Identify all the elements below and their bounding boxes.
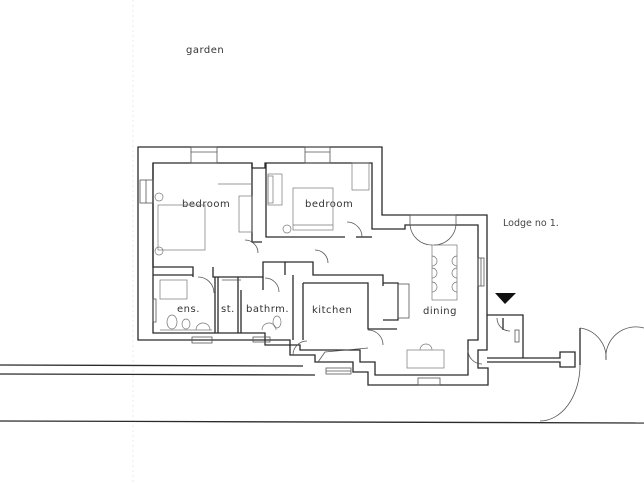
label-store: st. [221, 304, 235, 315]
basin-icon [195, 322, 211, 331]
label-ensuite: ens. [177, 304, 200, 315]
wardrobe-icon [238, 195, 253, 233]
wardrobe-icon [267, 173, 283, 206]
window-icon [152, 298, 157, 323]
label-dining: dining [423, 306, 457, 317]
bed-icon [292, 187, 334, 231]
wardrobe-icon [351, 162, 370, 191]
toilet-icon [166, 314, 178, 330]
entrance-arrow-icon [495, 293, 516, 304]
gate-swing-icon [579, 327, 607, 361]
gate-swing-icon [539, 364, 581, 422]
room-bedroom-2: bedroom [265, 146, 372, 264]
dining-table-icon [431, 244, 458, 301]
room-bedroom-1: bedroom [139, 146, 262, 277]
boundary-walls [0, 351, 644, 424]
door-swing-icon [314, 249, 329, 264]
gate [539, 326, 644, 422]
french-doors-icon [409, 214, 457, 226]
gate-swing-icon [605, 326, 644, 361]
bedside-lamp-icon [282, 224, 292, 234]
chair-icon [431, 255, 438, 293]
basin-icon [272, 315, 282, 329]
room-dining: dining [406, 214, 485, 386]
entrance-lobby [487, 293, 524, 358]
room-ensuite: ens. [152, 274, 216, 344]
door-swing-icon [467, 349, 483, 365]
door-swing-icon [367, 329, 384, 346]
sideboard-icon [406, 349, 445, 369]
bidet-icon [181, 318, 191, 330]
step-icon [417, 377, 441, 386]
chair-icon [451, 255, 458, 293]
door-swing-icon [264, 277, 280, 293]
door-swing-icon [496, 317, 511, 332]
window-icon [252, 336, 271, 343]
toilet-icon [261, 322, 277, 331]
label-bathroom: bathrm. [246, 304, 289, 315]
window-icon [304, 146, 331, 164]
door-swing-icon [244, 239, 259, 254]
door-swing-icon [292, 340, 308, 356]
window-icon [139, 179, 154, 204]
room-kitchen: kitchen [292, 282, 410, 375]
fireplace-icon [397, 283, 410, 319]
label-bedroom-2: bedroom [305, 199, 353, 210]
room-store: st. [217, 277, 241, 333]
bedside-lamp-icon [154, 192, 164, 202]
label-garden: garden [186, 45, 224, 56]
plan-title: Lodge no 1. [503, 218, 559, 229]
bedside-lamp-icon [154, 246, 164, 256]
window-icon [191, 336, 213, 344]
room-bathroom: bathrm. [240, 277, 289, 343]
label-kitchen: kitchen [312, 305, 352, 316]
bed-icon [157, 204, 206, 251]
door-swing-icon [346, 221, 363, 238]
outer-walls [137, 146, 489, 386]
label-bedroom-1: bedroom [182, 199, 230, 210]
hall-walls [212, 261, 384, 340]
window-icon [514, 329, 520, 343]
door-swing-icon [197, 276, 215, 294]
door-swing-icon [409, 224, 457, 246]
window-icon [190, 146, 218, 164]
